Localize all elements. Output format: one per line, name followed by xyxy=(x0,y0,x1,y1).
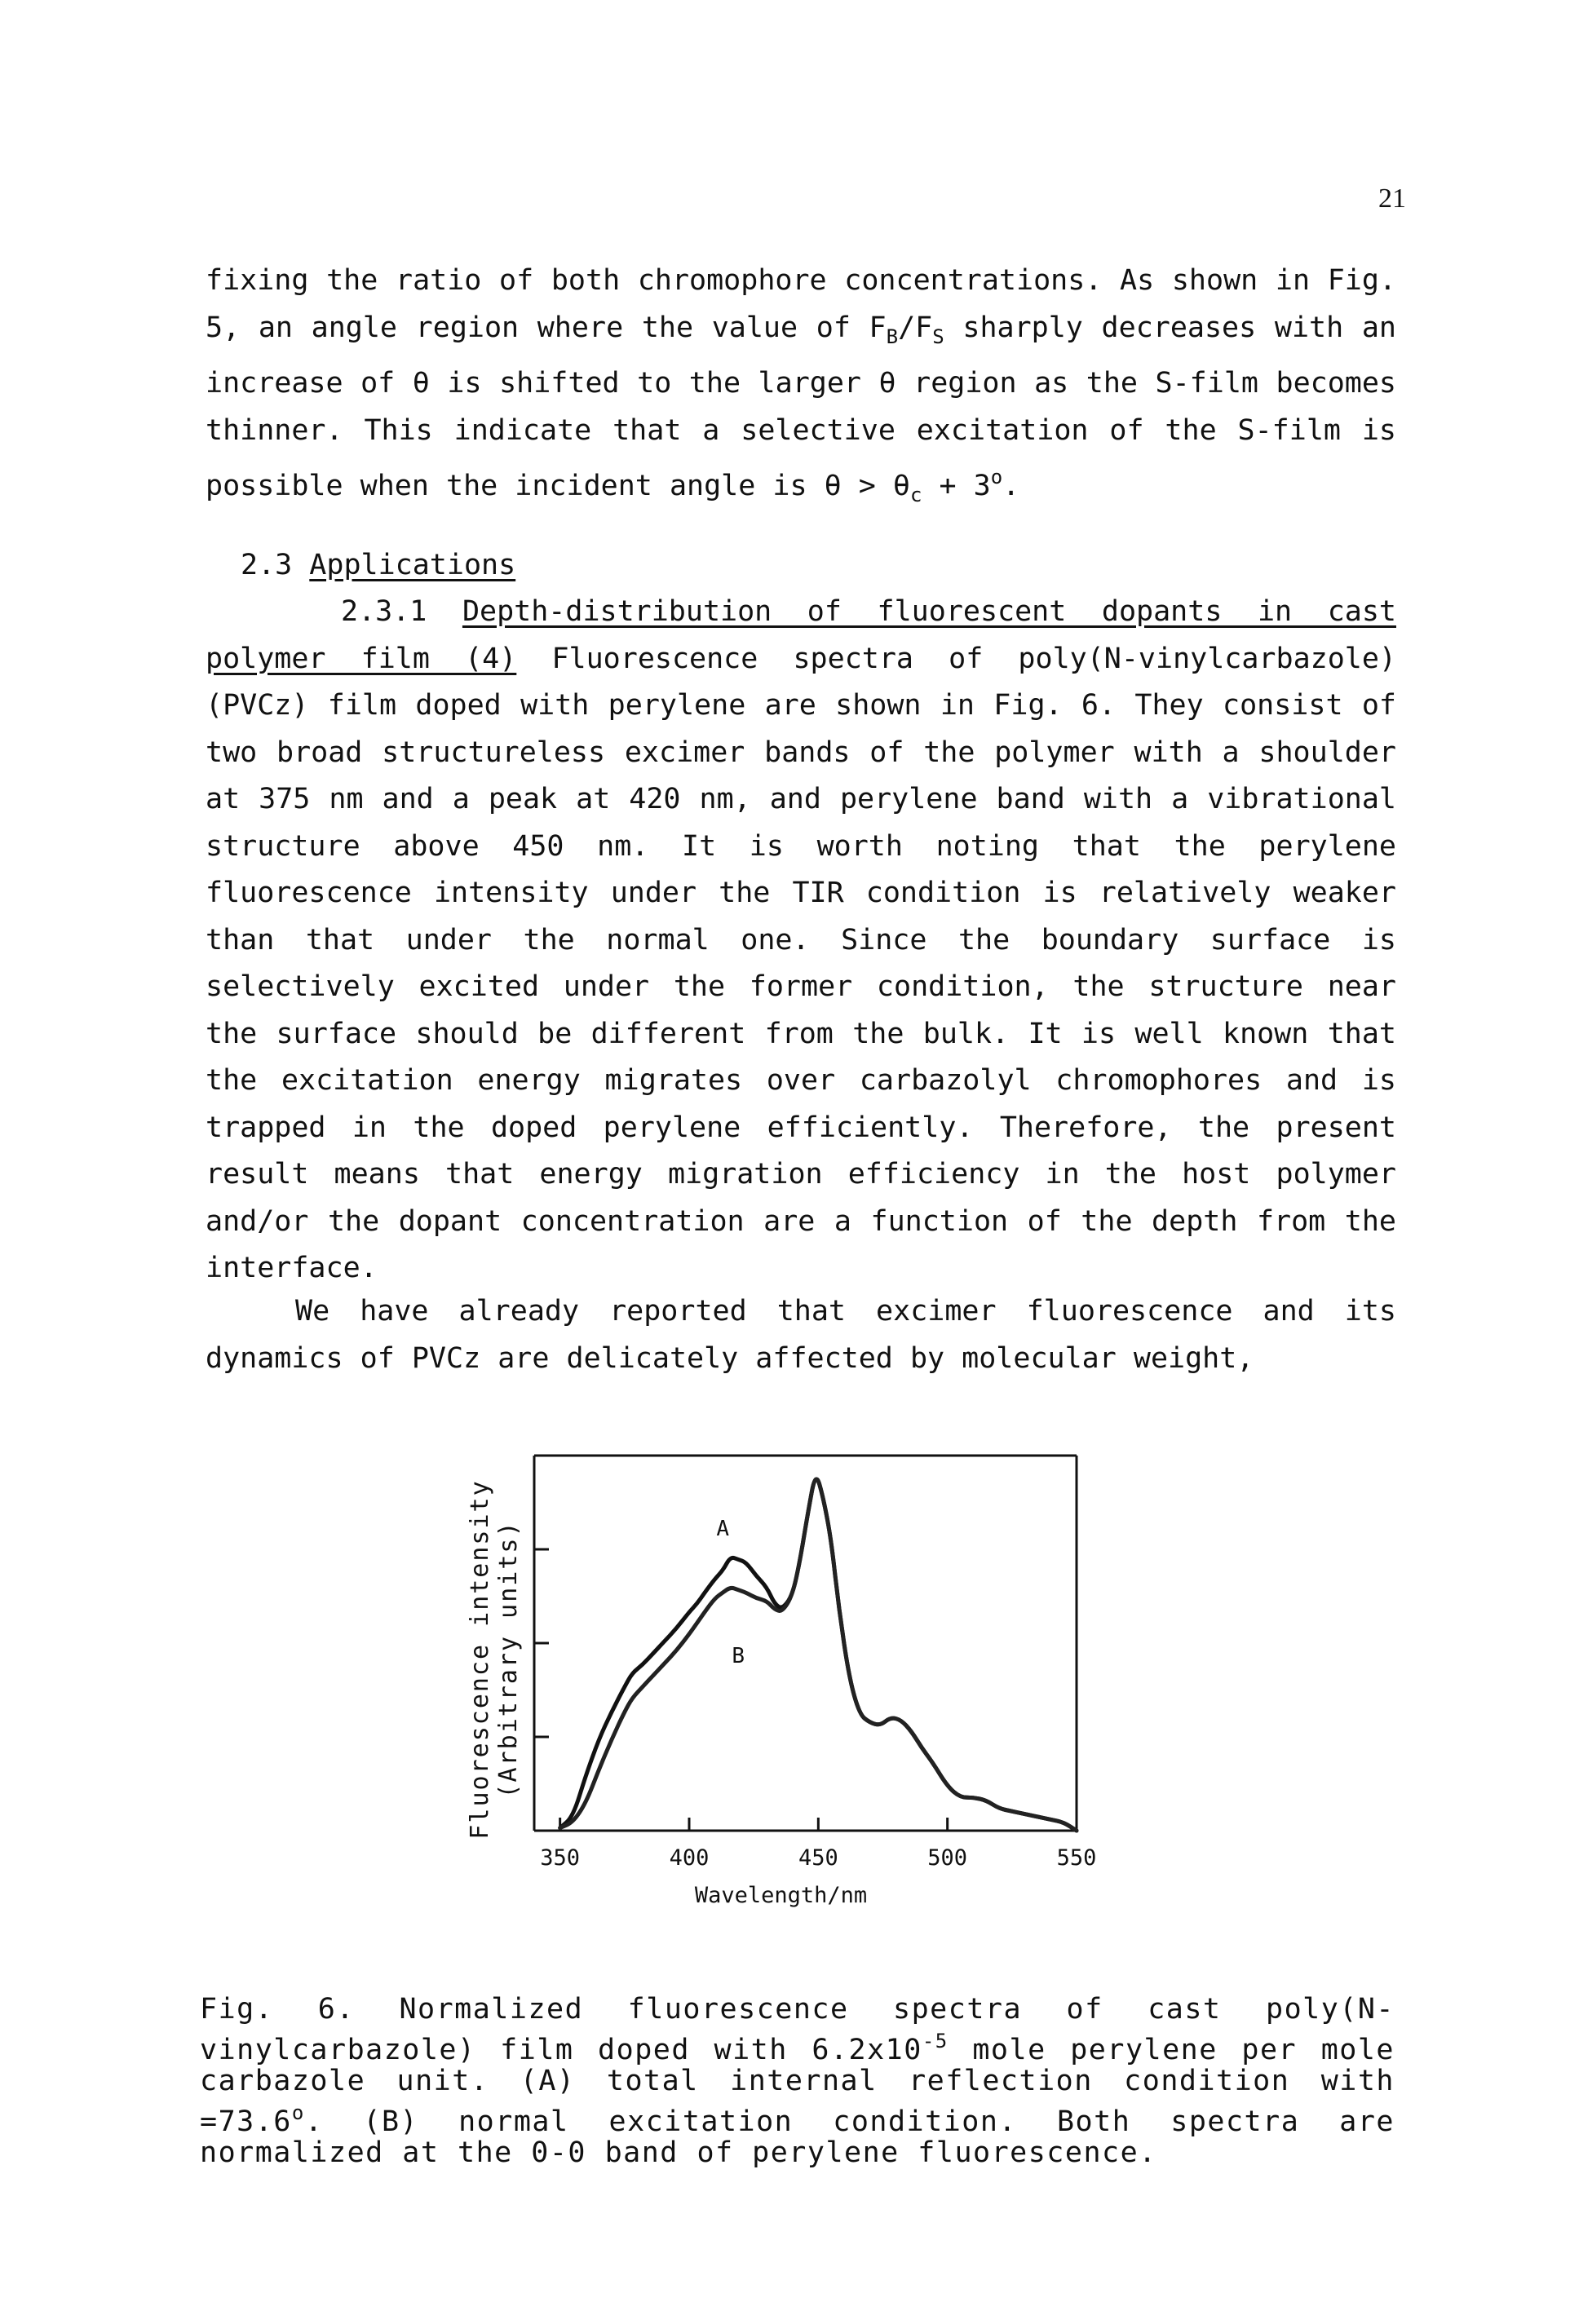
y-axis-label: Fluorescence intensity xyxy=(466,1479,494,1839)
series-label-b: B xyxy=(732,1644,745,1668)
subsection-number: 2.3.1 xyxy=(341,595,427,628)
section-number: 2.3 xyxy=(241,549,293,581)
figure-caption: Fig. 6. Normalized fluorescence spectra … xyxy=(200,1994,1395,2169)
para-text: sharply decreases with an increase of θ … xyxy=(206,311,1396,503)
series-line-a xyxy=(558,1477,1079,1833)
caption-text: . (B) normal excitation condition. Both … xyxy=(200,2105,1395,2169)
para-text: /F xyxy=(898,311,933,344)
subsection-title: Depth-distribution of fluorescent dopant… xyxy=(206,595,1396,675)
axis-ticks xyxy=(534,1548,1078,1831)
series-layer xyxy=(558,1477,1079,1833)
para-text: We have already reported that excimer fl… xyxy=(206,1295,1396,1375)
axis-labels: 350 400 450 500 550 A B Wavelength/nm Fluorescen… xyxy=(466,1479,1096,1908)
x-tick-label: 550 xyxy=(1057,1845,1097,1871)
x-tick-label: 500 xyxy=(927,1845,967,1871)
x-tick-label: 450 xyxy=(798,1845,838,1871)
section-title: Applications xyxy=(309,549,516,581)
plot-frame xyxy=(533,1454,1078,1832)
para-text: . xyxy=(1002,470,1020,502)
subsection-body: Fluorescence spectra of poly(N-vinylcarb… xyxy=(206,642,1396,1285)
x-tick-label: 400 xyxy=(670,1845,710,1871)
caption-text: Fig. 6. Normalized fluorescence spectra … xyxy=(200,1993,1395,2066)
series-line-b xyxy=(558,1477,1079,1833)
subscript: B xyxy=(886,325,899,348)
page-number: 21 xyxy=(1378,183,1406,214)
caption-text: mole perylene per mole carbazole unit. (… xyxy=(200,2033,1395,2138)
caption-superscript: o xyxy=(291,2101,305,2124)
section-heading: 2.3 Applications xyxy=(241,542,515,590)
paragraph-depth-distribution: 2.3.1 Depth-distribution of fluorescent … xyxy=(206,589,1396,1292)
y-axis-label-units: (Arbitrary units) xyxy=(494,1520,523,1798)
x-tick-label: 350 xyxy=(540,1845,580,1871)
series-label-a: A xyxy=(716,1517,729,1541)
para-text: + 3 xyxy=(922,470,991,502)
para-text: fixing the ratio of both chromophore con… xyxy=(206,264,1396,344)
paragraph-intro: fixing the ratio of both chromophore con… xyxy=(206,258,1396,519)
caption-superscript: -5 xyxy=(922,2029,949,2052)
x-axis-label: Wavelength/nm xyxy=(695,1883,867,1908)
superscript: o xyxy=(990,466,1003,488)
subscript: S xyxy=(932,325,944,348)
paragraph-pvcz: We have already reported that excimer fl… xyxy=(206,1288,1396,1382)
subscript: c xyxy=(909,484,922,506)
